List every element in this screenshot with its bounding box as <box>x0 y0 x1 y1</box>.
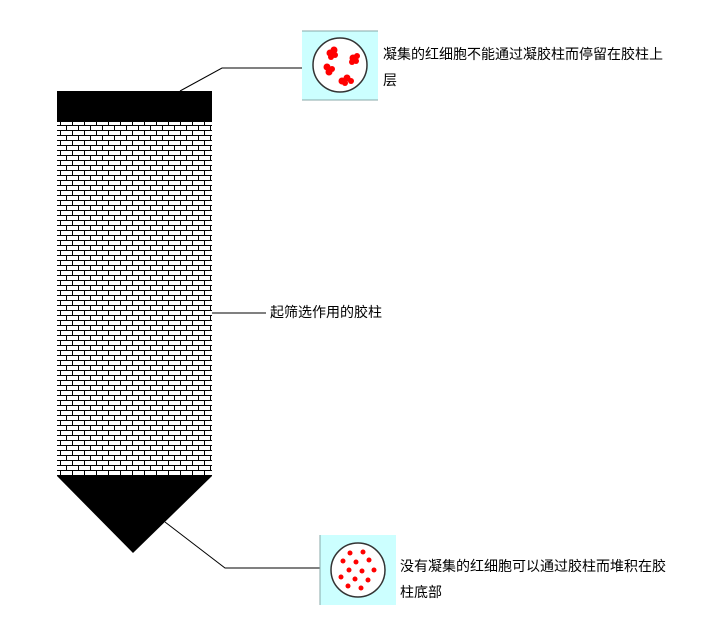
gel-column-bottom-tip <box>57 476 212 553</box>
gel-column-body <box>57 122 212 476</box>
leader-line-bottom <box>164 521 320 569</box>
label-gel-column: 起筛选作用的胶柱 <box>270 305 382 321</box>
gel-column-top-layer <box>57 91 212 122</box>
label-agglutinated-cells: 凝集的红细胞不能通过凝胶柱而停留在胶柱上层 <box>383 47 663 89</box>
cell-clumps <box>323 46 360 86</box>
free-cells <box>338 549 377 591</box>
free-cells-callout <box>319 535 396 605</box>
label-free-cells: 没有凝集的红细胞可以通过胶柱而堆积在胶柱底部 <box>400 559 666 601</box>
leader-line-top <box>179 67 302 92</box>
agglutinated-cells-callout <box>302 30 378 101</box>
